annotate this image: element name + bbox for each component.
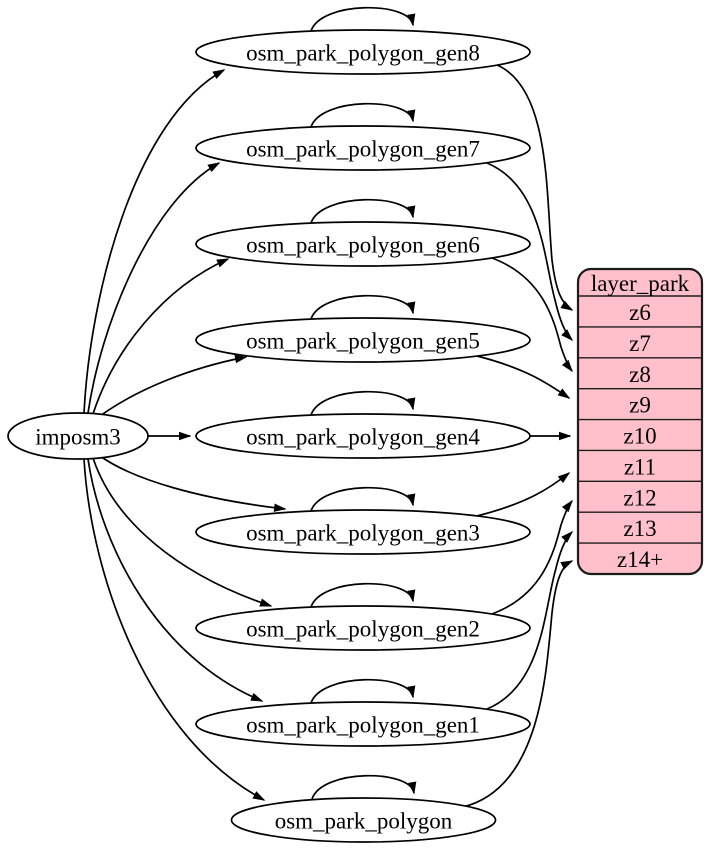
node-imposm3: imposm3	[7, 412, 149, 460]
edge-gen7-z7	[486, 162, 574, 342]
self-loop-gen8	[310, 6, 416, 32]
gen8-label: osm_park_polygon_gen8	[246, 41, 480, 66]
node-osm-park-polygon-gen2: osm_park_polygon_gen2	[195, 605, 531, 651]
gen4-label: osm_park_polygon_gen4	[246, 425, 480, 450]
layer-park-box	[576, 267, 704, 576]
node-osm-park-polygon-gen5: osm_park_polygon_gen5	[195, 317, 531, 363]
node-osm-park-polygon: osm_park_polygon	[230, 797, 497, 843]
node-osm-park-polygon-gen8: osm_park_polygon_gen8	[195, 29, 531, 75]
layer-park-row-z6: z6	[629, 300, 651, 325]
edge-imposm3-gen5	[99, 354, 248, 417]
gen1-label: osm_park_polygon_gen1	[246, 713, 480, 738]
gen7-shape	[195, 125, 531, 171]
edge-gen3-z11	[476, 472, 571, 517]
gen2-shape	[195, 605, 531, 651]
layer-park-row-z12: z12	[623, 485, 656, 510]
gen6-shape	[195, 221, 531, 267]
gen3-shape	[195, 509, 531, 555]
edge-gen6-z8	[491, 257, 573, 373]
gen1-shape	[195, 701, 531, 747]
self-loop-gen4	[310, 390, 416, 416]
gen6-label: osm_park_polygon_gen6	[246, 233, 480, 258]
self-loop-gen1	[310, 678, 416, 704]
edge-imposm3-gen1	[87, 458, 264, 702]
layer-park-row-z13: z13	[623, 516, 656, 541]
edge-imposm3-gen6	[92, 258, 230, 415]
self-loop-gen7	[310, 102, 416, 128]
gen4-shape	[195, 413, 531, 459]
node-layer-park: layer_park z6 z7 z8 z9 z10 z11 z12 z13 z…	[576, 267, 704, 576]
layer-park-row-z8: z8	[629, 362, 651, 387]
self-loop-gen6	[310, 198, 416, 224]
gen8-shape	[195, 29, 531, 75]
layer-park-title: layer_park	[591, 271, 690, 296]
node-osm-park-polygon-gen1: osm_park_polygon_gen1	[195, 701, 531, 747]
osm-park-polygon-label: osm_park_polygon	[275, 809, 453, 834]
layer-park-row-z14: z14+	[617, 547, 663, 572]
edge-imposm3-gen8	[83, 69, 226, 414]
edge-imposm3-gen2	[92, 457, 273, 607]
node-osm-park-polygon-gen6: osm_park_polygon_gen6	[195, 221, 531, 267]
gen7-label: osm_park_polygon_gen7	[246, 137, 480, 162]
layer-park-row-z9: z9	[629, 393, 651, 418]
edge-osm-park-polygon-z14	[462, 560, 574, 808]
layer-park-row-z11: z11	[624, 454, 656, 479]
edge-gen5-z9	[476, 355, 571, 399]
edge-imposm3-gen7	[87, 162, 221, 414]
edge-gen2-z12	[491, 499, 573, 615]
edge-imposm3-osm-park-polygon	[83, 458, 266, 801]
gen5-shape	[195, 317, 531, 363]
edge-gen8-z6	[496, 64, 574, 311]
gen5-label: osm_park_polygon_gen5	[246, 329, 480, 354]
imposm3-label: imposm3	[35, 425, 121, 450]
self-loop-gen5	[310, 294, 416, 320]
edge-gen1-z13	[486, 530, 574, 710]
layer-park-row-z10: z10	[623, 424, 656, 449]
layer-park-row-z7: z7	[629, 331, 651, 356]
self-loop-gen3	[310, 486, 416, 512]
edges-layer	[83, 6, 574, 808]
node-osm-park-polygon-gen3: osm_park_polygon_gen3	[195, 509, 531, 555]
self-loop-gen2	[310, 582, 416, 608]
edge-imposm3-gen3	[99, 455, 287, 512]
self-loop-osm-park-polygon	[311, 774, 417, 800]
node-osm-park-polygon-gen7: osm_park_polygon_gen7	[195, 125, 531, 171]
node-osm-park-polygon-gen4: osm_park_polygon_gen4	[195, 413, 531, 459]
imposm3-shape	[7, 412, 149, 460]
gen2-label: osm_park_polygon_gen2	[246, 617, 480, 642]
gen3-label: osm_park_polygon_gen3	[246, 521, 480, 546]
osm-park-polygon-shape	[230, 797, 497, 843]
